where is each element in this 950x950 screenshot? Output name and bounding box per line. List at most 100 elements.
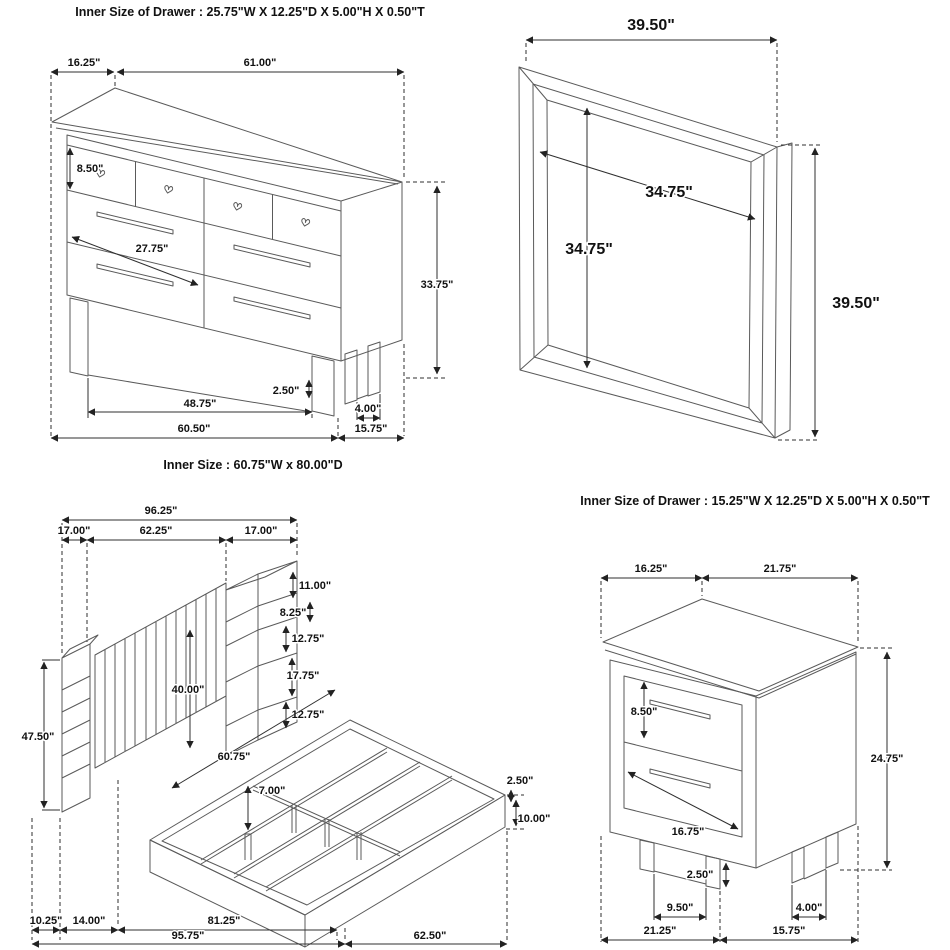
nightstand-bar-handles (649, 699, 711, 789)
dim-bottom-extensions (337, 344, 405, 436)
dresser-bottom-width-label: 60.50" (178, 423, 211, 435)
bed-pier-height-label: 47.50" (22, 731, 55, 743)
dim-inner-width-line (539, 150, 756, 221)
nightstand-drawer-width-label: 16.75" (672, 826, 705, 838)
dim-bottom-extensions (600, 826, 859, 942)
bed-headboard-height-label: 40.00" (172, 684, 205, 696)
bed-shelf1-label: 11.00" (299, 580, 331, 592)
bed-pier-depth-label: 10.25" (30, 915, 63, 927)
nightstand-between-legs-label: 9.50" (667, 902, 694, 914)
dim-drawer-width-line (627, 771, 739, 830)
mirror-drawing (518, 66, 793, 439)
heart-knob-icon (233, 202, 243, 211)
dim-between-legs-ext (653, 874, 707, 920)
nightstand-diagram: Inner Size of Drawer : 15.25"W X 12.25"D… (579, 493, 932, 944)
nightstand-top-face (602, 598, 859, 692)
nightstand-leg-width-label: 4.00" (796, 902, 823, 914)
bed-frame-inner-label: 81.25" (208, 915, 241, 927)
dresser-top-bevel (55, 127, 399, 185)
bed-footboard-width-label: 62.50" (414, 930, 447, 942)
dresser-drawer-height-label: 8.50" (77, 163, 104, 175)
dim-between-legs-ext (87, 378, 313, 418)
dim-bottom-extensions (31, 780, 508, 940)
nightstand-drawer-height-label: 8.50" (631, 706, 658, 718)
dresser-height-label: 33.75" (421, 279, 454, 291)
dresser-title: Inner Size of Drawer : 25.75"W X 12.25"D… (75, 5, 425, 19)
dresser-dimensions: 16.25" 61.00" 8.50" 27.75" 33.75" 2.50" … (50, 56, 455, 442)
drawer-handle (649, 699, 711, 720)
bed-left-pier (61, 634, 99, 813)
dim-top-extensions (600, 581, 859, 643)
dresser-between-legs-label: 48.75" (184, 398, 217, 410)
dresser-side-depth-label: 15.75" (355, 423, 388, 435)
dresser-diagram: Inner Size of Drawer : 25.75"W X 12.25"D… (50, 4, 455, 442)
nightstand-title: Inner Size of Drawer : 15.25"W X 12.25"D… (580, 494, 930, 508)
dresser-drawer-width-label: 27.75" (136, 243, 169, 255)
drawer-handle (96, 263, 174, 287)
bed-headboard-width-label: 62.25" (140, 525, 173, 537)
mirror-frame-outer (518, 66, 778, 439)
nightstand-dimensions: 16.25" 21.75" 8.50" 16.75" 24.75" 2.50" … (600, 562, 905, 944)
dim-leg-width-ext (791, 870, 827, 920)
dresser-leg-height-label: 2.50" (273, 385, 300, 397)
bed-right-pier-width-label: 17.00" (245, 525, 278, 537)
dresser-top-depth-label: 16.25" (68, 57, 101, 69)
nightstand-leg-height-label: 2.50" (687, 869, 714, 881)
bed-shelf5-label: 12.75" (292, 709, 325, 721)
dim-inner-width-line (171, 689, 336, 789)
heart-knob-icon (96, 169, 106, 178)
bed-shelf4-label: 17.75" (287, 670, 320, 682)
bed-total-width-label: 96.25" (145, 505, 178, 517)
dresser-legs (69, 297, 381, 417)
bed-pier-gap-label: 14.00" (73, 915, 106, 927)
bed-left-pier-width-label: 17.00" (58, 525, 91, 537)
dresser-heart-knobs (96, 169, 311, 227)
dresser-drawer-dividers (135, 161, 273, 328)
bed-inner-width-label: 60.75" (218, 751, 251, 763)
drawer-handle (96, 211, 174, 235)
bed-shelf3-label: 12.75" (292, 633, 325, 645)
dim-extensions (50, 75, 405, 436)
dim-drawer-width-line (71, 236, 199, 286)
bed-shelf2-label: 8.25" (280, 607, 307, 619)
nightstand-legs (639, 831, 839, 890)
mirror-frame-side (774, 142, 793, 439)
dim-width-extensions (61, 523, 298, 655)
dim-pier-height-ext (42, 659, 60, 811)
dim-height-extensions (840, 647, 892, 871)
nightstand-bottom-depth-label: 15.75" (773, 925, 806, 937)
dim-width-extensions (525, 43, 778, 142)
bed-total-length-label: 95.75" (172, 930, 205, 942)
mirror-height-label: 39.50" (832, 295, 880, 312)
bed-rail-lip-label: 2.50" (507, 775, 534, 787)
dim-height-extensions (778, 144, 820, 441)
mirror-inner-width-label: 34.75" (645, 184, 693, 201)
nightstand-top-bevel (604, 649, 857, 699)
dim-rail-height-ext (506, 794, 524, 830)
dresser-drawing (51, 87, 403, 417)
dresser-width-label: 61.00" (244, 57, 277, 69)
dresser-leg-width-label: 4.00" (355, 403, 382, 415)
bed-diagram: Inner Size : 60.75"W x 80.00"D 96.25" 17… (20, 457, 552, 948)
heart-knob-icon (164, 185, 174, 194)
drawer-handle (649, 768, 711, 789)
bed-title: Inner Size : 60.75"W x 80.00"D (163, 458, 342, 472)
dresser-side-face (340, 181, 403, 362)
mirror-diagram: 39.50" 34.75" 34.75" 39.50" (518, 16, 881, 441)
bed-slat-legs (244, 805, 362, 860)
mirror-inner-height-label: 34.75" (565, 241, 613, 258)
bed-dimensions: 96.25" 17.00" 62.25" 17.00" 11.00" 8.25"… (20, 504, 552, 948)
drawer-handle (233, 296, 311, 320)
mirror-frame-bevels (518, 66, 778, 439)
bed-slat-leg-label: 7.00" (259, 785, 286, 797)
bed-rail-height-label: 10.00" (518, 813, 551, 825)
mirror-dimensions: 39.50" 34.75" 34.75" 39.50" (525, 16, 881, 441)
dim-leg-width-ext (356, 394, 381, 420)
nightstand-side-face (755, 651, 857, 869)
nightstand-top-depth-label: 16.25" (635, 563, 668, 575)
drawer-handle (233, 244, 311, 268)
dresser-top-face (51, 87, 403, 183)
bed-slats (200, 747, 453, 892)
nightstand-drawer-opening (623, 675, 743, 838)
